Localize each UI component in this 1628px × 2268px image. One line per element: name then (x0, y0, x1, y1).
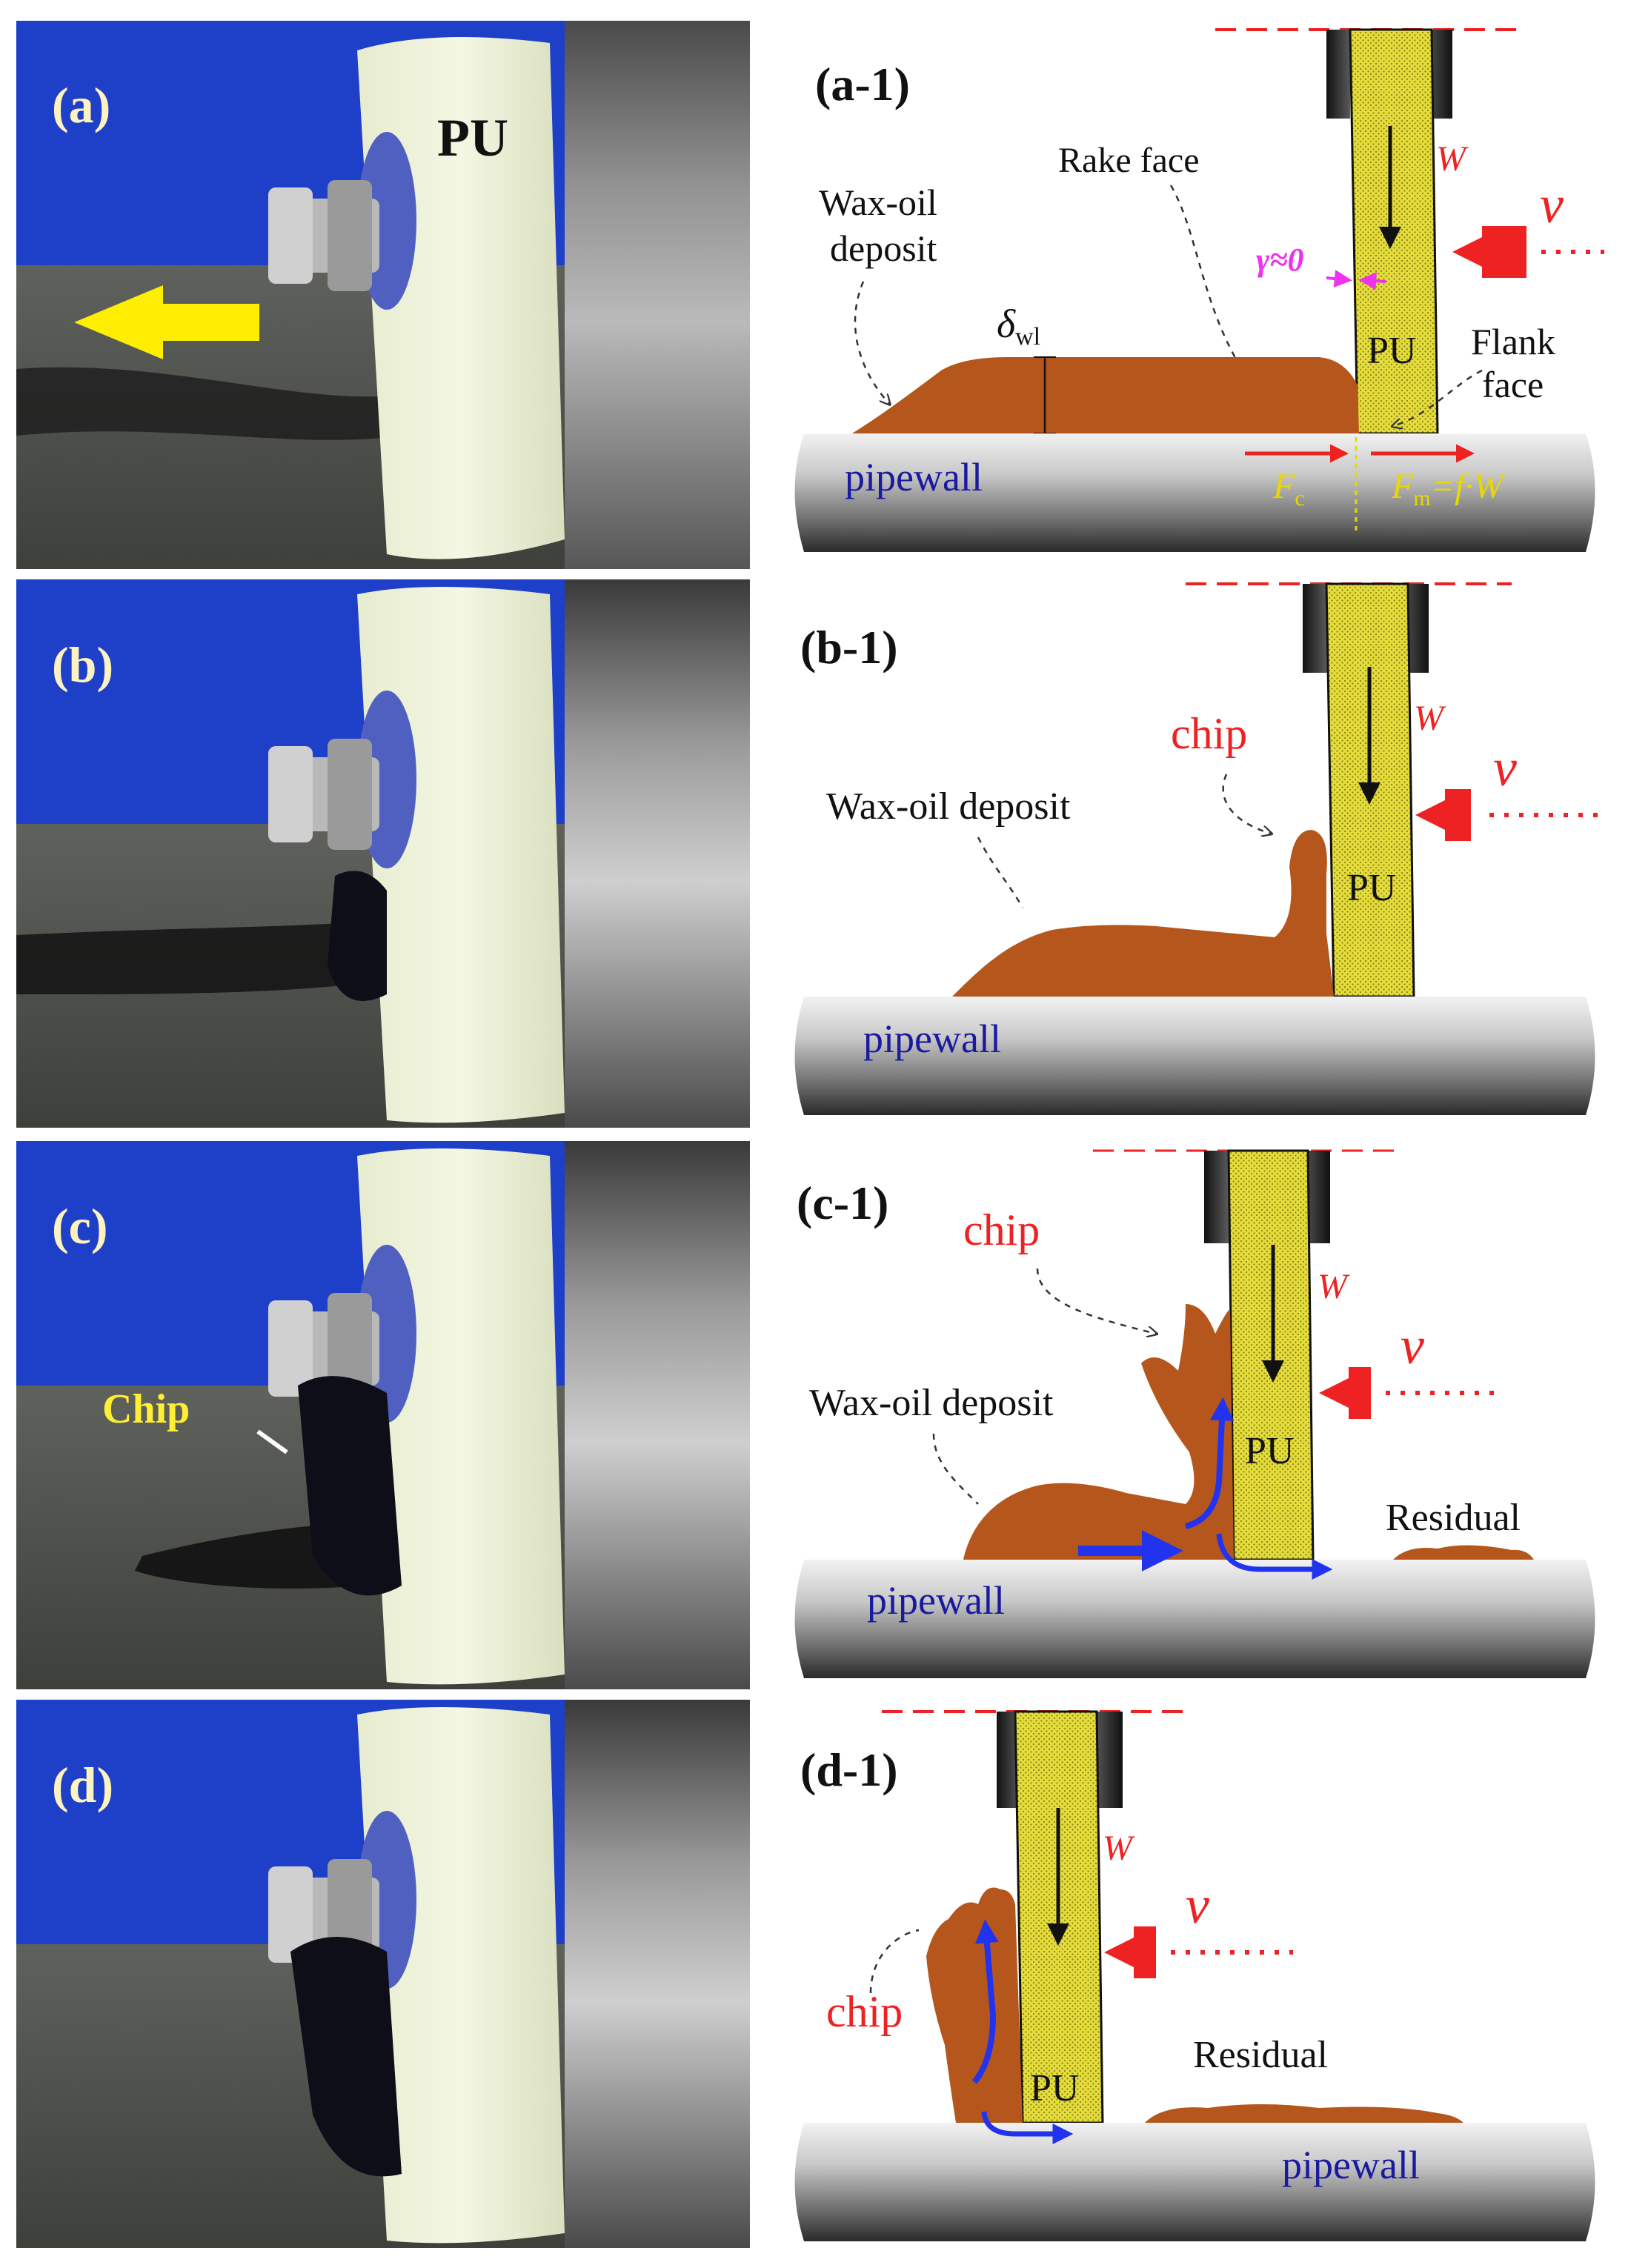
flow-arrow-up-c1 (1184, 1397, 1234, 1529)
residual-deposit-c1 (1393, 1545, 1534, 1560)
velocity-arrow-b1 (1415, 789, 1471, 841)
photo-panel-b (16, 579, 750, 1128)
load-label-w-c1: W (1318, 1267, 1350, 1306)
velocity-label-v-d1: v (1186, 1875, 1209, 1935)
cutting-force-label: Fc (1272, 467, 1305, 511)
rake-face-label: Rake face (1058, 141, 1200, 180)
thickness-label: δwl (997, 302, 1040, 350)
velocity-arrow-d1 (1104, 1926, 1156, 1978)
load-label-w-d1: W (1103, 1829, 1135, 1868)
velocity-label-v-b1: v (1493, 738, 1517, 797)
friction-force-label: Fm=f·W (1391, 467, 1506, 511)
wax-oil-deposit-a1 (852, 357, 1359, 433)
deposit-pointer-b1 (977, 837, 1024, 908)
pu-label-d1: PU (1030, 2067, 1079, 2109)
flow-arrow-under-d1 (981, 2111, 1074, 2144)
velocity-label-v-c1: v (1401, 1316, 1424, 1375)
photo-panel-a (16, 21, 750, 569)
deposit-pointer-a1 (854, 281, 889, 404)
deposit-line-2: deposit (830, 227, 937, 269)
pu-label: PU (437, 108, 508, 167)
fc-symbol: F (1272, 467, 1295, 506)
velocity-arrow (1452, 226, 1526, 278)
pipewall-a1 (794, 433, 1595, 552)
pu-cup-c1 (1227, 1149, 1315, 1561)
residual-deposit-d1 (1145, 2104, 1463, 2123)
velocity-label-v: v (1540, 175, 1564, 234)
wax-oil-deposit-c1 (963, 1304, 1234, 1560)
pipewall-b1 (794, 997, 1595, 1115)
rake-angle-arrow-left (1326, 270, 1352, 288)
fm-symbol: F (1391, 467, 1414, 506)
chip-pointer-d1 (869, 1929, 920, 1994)
wax-oil-deposit-b1 (952, 830, 1334, 997)
pipewall-d1 (794, 2123, 1595, 2241)
chip-pointer-c1 (1036, 1268, 1156, 1334)
deposit-label-c1: Wax-oil deposit (809, 1382, 1054, 1424)
load-label-w-b1: W (1414, 699, 1446, 738)
photo-label-a: (a) (52, 77, 110, 133)
pipewall-label-c1: pipewall (867, 1578, 1005, 1623)
chip-pointer-line (256, 1429, 288, 1454)
pu-cup (1349, 28, 1439, 435)
residual-label-d1: Residual (1193, 2034, 1328, 2076)
photo-label-b: (b) (52, 636, 113, 693)
fm-equation: =f·W (1431, 467, 1506, 506)
schematic-d1: (d-1) W v chip Residual pipewall PU (794, 1710, 1595, 2241)
schematic-b1: (b-1) W v chip Wax-oil deposit pipewall … (794, 582, 1604, 1115)
flank-face-pointer (1393, 369, 1483, 426)
flank-line-2: face (1482, 364, 1544, 405)
photo-label-d: (d) (52, 1757, 113, 1813)
load-label-w: W (1436, 139, 1469, 179)
pu-label-c1: PU (1245, 1430, 1294, 1472)
velocity-arrow-c1 (1319, 1367, 1371, 1419)
schematic-label-b1: (b-1) (800, 621, 898, 674)
chip-label-b1: chip (1171, 709, 1247, 758)
schematic-a1: (a-1) W v γ≈0 Rake face Flank face Wax-o… (794, 28, 1604, 552)
chip-label-photo: Chip (102, 1386, 190, 1432)
flank-face-label: Flank face (1471, 321, 1564, 405)
pipewall-label-d1: pipewall (1282, 2143, 1420, 2187)
pipewall-label-a1: pipewall (845, 455, 983, 499)
thickness-symbol: δ (997, 302, 1016, 346)
chip-pointer-b1 (1222, 774, 1271, 834)
chip-deposit-d1 (926, 1887, 1023, 2123)
rake-angle-label: γ≈0 (1256, 242, 1303, 278)
rake-angle-arrow-right (1358, 272, 1386, 290)
photo-panel-c (16, 1141, 750, 1689)
pipewall-c1 (794, 1560, 1595, 1678)
pu-label-a1: PU (1367, 330, 1416, 372)
chip-label-d1: chip (826, 1987, 903, 2036)
schematic-label-d1: (d-1) (800, 1743, 898, 1796)
residual-label-c1: Residual (1386, 1497, 1521, 1539)
schematic-label-c1: (c-1) (797, 1177, 888, 1229)
photo-panel-d (16, 1700, 750, 2248)
thickness-subscript: wl (1015, 323, 1040, 350)
fc-subscript: c (1295, 486, 1304, 511)
deposit-label-b1: Wax-oil deposit (826, 785, 1071, 828)
flank-line-1: Flank (1471, 321, 1555, 362)
flow-arrow-up-d1 (971, 1919, 999, 2084)
deposit-line-1: Wax-oil (819, 182, 937, 223)
chip-label-c1: chip (963, 1206, 1040, 1254)
schematic-label-a1: (a-1) (815, 58, 910, 110)
direction-arrow (74, 285, 259, 359)
deposit-label-a1: Wax-oil deposit (819, 182, 946, 269)
pipewall-label-b1: pipewall (863, 1017, 1001, 1061)
deposit-pointer-c1 (932, 1433, 979, 1505)
photo-label-c: (c) (52, 1198, 107, 1254)
flow-arrow-under-c1 (1216, 1533, 1333, 1580)
schematic-c1: (c-1) W v chip Wax-oil deposit Residual … (794, 1149, 1595, 1678)
fm-subscript: m (1413, 486, 1430, 511)
pu-label-b1: PU (1347, 867, 1396, 909)
